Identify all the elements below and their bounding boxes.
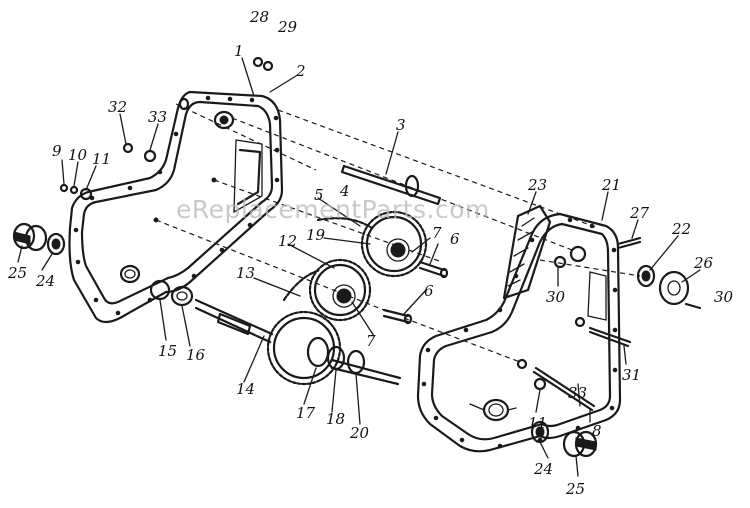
bolt-27 [616, 236, 642, 250]
plate-pin [178, 97, 190, 111]
label-5: 5 [314, 186, 324, 204]
left-housing-plate [68, 90, 284, 324]
label-25-left: 25 [7, 264, 27, 282]
right-plate-bushing-bottom [469, 398, 517, 422]
pin-lower [382, 308, 413, 325]
spacer-20 [346, 349, 366, 375]
label-12: 12 [278, 232, 297, 250]
label-1: 1 [234, 42, 244, 60]
part-labels: 28 29 1 2 3 32 33 9 10 11 23 21 27 22 26… [7, 8, 734, 498]
washer-11-right [533, 377, 547, 391]
label-31: 31 [622, 366, 641, 384]
label-33: 33 [148, 108, 167, 126]
plate-bushing-bottom [119, 264, 141, 284]
label-24-left: 24 [35, 272, 55, 290]
pin-upper [418, 260, 449, 279]
label-6-upper: 6 [450, 230, 460, 248]
label-11-right: 11 [528, 414, 547, 432]
label-6-lower: 6 [424, 282, 434, 300]
label-8: 8 [592, 422, 602, 440]
label-20: 20 [349, 424, 370, 442]
label-15: 15 [158, 342, 177, 360]
washer-16 [170, 285, 194, 307]
label-33-right: 33 [568, 384, 587, 402]
right-housing-plate [416, 204, 622, 453]
label-19: 19 [306, 226, 326, 244]
label-4: 4 [339, 182, 350, 200]
label-30-right: 30 [714, 288, 734, 306]
label-13: 13 [236, 264, 255, 282]
screw-30-right [684, 302, 702, 310]
bolt-8 [532, 366, 596, 412]
seal-24-right [530, 420, 550, 444]
label-7-lower: 7 [366, 332, 376, 350]
label-10: 10 [68, 146, 88, 164]
lower-sprocket [266, 310, 342, 386]
label-27: 27 [629, 204, 650, 222]
seal-left [46, 232, 66, 256]
washers-9-10-11 [59, 183, 93, 201]
label-29: 29 [277, 18, 298, 36]
spacer-17 [306, 336, 330, 368]
washer-30 [553, 255, 567, 269]
watermark: eReplacementParts.com [176, 195, 490, 224]
label-30-left: 30 [546, 288, 566, 306]
label-22: 22 [671, 220, 691, 238]
seal-22 [636, 264, 656, 288]
middle-sprocket [308, 258, 372, 322]
right-plate-bushing-top [569, 245, 587, 263]
washers-32-33 [122, 142, 157, 163]
bearing-left [12, 222, 48, 252]
plate-bushing-top [213, 110, 235, 130]
label-16: 16 [186, 346, 206, 364]
label-24-right: 24 [533, 460, 553, 478]
label-2: 2 [295, 62, 306, 80]
label-14: 14 [236, 380, 255, 398]
label-18: 18 [326, 410, 345, 428]
cap-26 [658, 270, 690, 306]
nuts-28-29 [252, 56, 274, 72]
bolt-31 [588, 326, 632, 348]
upper-shaft [340, 164, 442, 206]
spacer-18 [326, 345, 346, 371]
label-26: 26 [693, 254, 714, 272]
leader-lines [17, 57, 701, 477]
bushing-15 [149, 279, 171, 301]
label-7-upper: 7 [432, 224, 442, 242]
plate-bolt-holes [73, 95, 280, 316]
label-32: 32 [108, 98, 127, 116]
label-25-right: 25 [565, 480, 585, 498]
label-11: 11 [92, 150, 111, 168]
label-28: 28 [249, 8, 269, 26]
label-17: 17 [296, 404, 316, 422]
label-21: 21 [601, 176, 621, 194]
gasket-23 [502, 204, 552, 300]
label-23: 23 [527, 176, 547, 194]
drive-chain [282, 217, 374, 302]
bearing-25-right [562, 430, 598, 458]
label-3: 3 [396, 116, 406, 134]
right-plate-bolt-holes [421, 217, 618, 449]
label-9: 9 [52, 142, 62, 160]
